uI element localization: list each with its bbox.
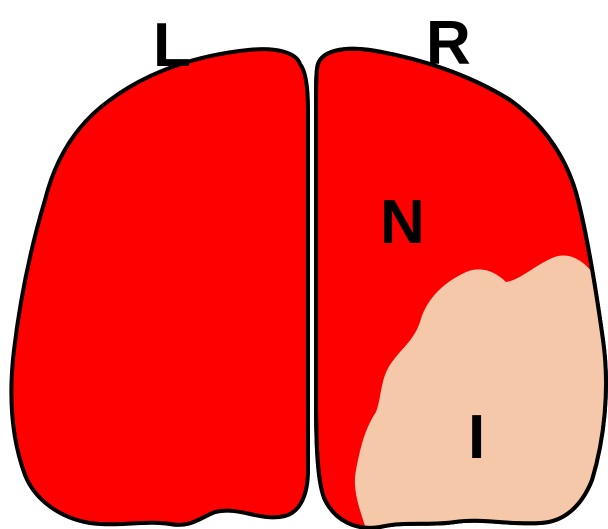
label-infarct-region: I [468,403,485,472]
label-left-hemisphere: L [153,11,191,80]
label-normal-region: N [380,188,425,257]
label-right-hemisphere: R [426,9,471,78]
left-hemisphere [11,49,308,525]
